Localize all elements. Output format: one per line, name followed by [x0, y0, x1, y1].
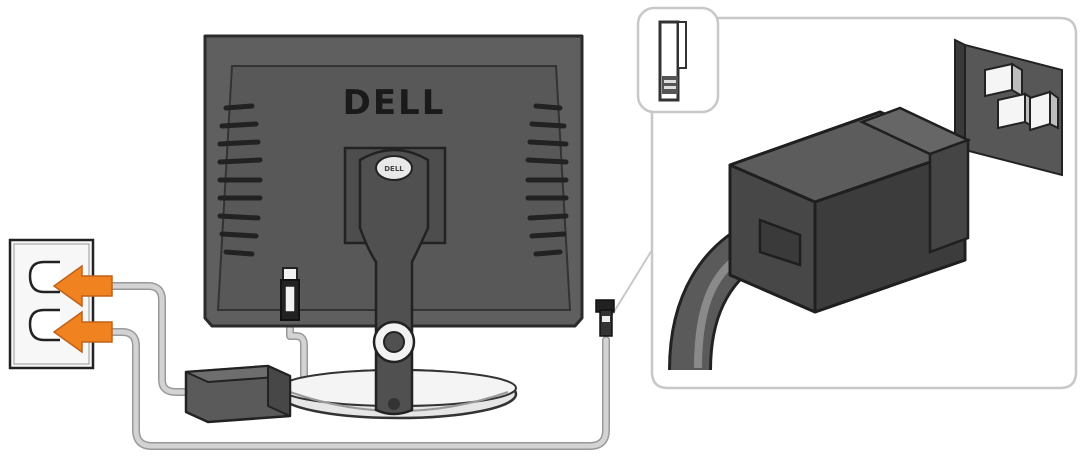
adapter-ac-cable: [106, 282, 192, 396]
callout-leader-line: [611, 249, 653, 316]
power-connector-icon: [595, 299, 615, 337]
arrow-right-icon-top: [52, 264, 113, 308]
stand-badge-label: DELL: [384, 165, 404, 173]
callout-frame: [650, 16, 1078, 390]
socket-pin-3: [1029, 90, 1059, 132]
stand-screw: [388, 398, 400, 410]
power-adapter-icon: [184, 364, 292, 424]
monitor-vents-left: [217, 103, 263, 257]
monitor-side-thumbnail-icon: [636, 6, 720, 114]
arrow-right-icon-bottom: [52, 310, 113, 354]
outlet-socket-bottom: [28, 308, 60, 342]
socket-pin-1: [984, 62, 1023, 98]
power-plug-icon: [728, 106, 972, 314]
ac-socket-icon: [954, 38, 1063, 177]
power-plug-callout: [611, 6, 1078, 390]
monitor-rear: DELL DELL: [203, 34, 584, 416]
stand-badge: [375, 155, 413, 181]
cable-ring-icon: [372, 320, 416, 364]
outlet-socket-top: [28, 260, 60, 294]
monitor-vents-right: [525, 103, 569, 257]
cables: [106, 282, 610, 450]
dc-connector-icon: [280, 267, 300, 321]
monitor-brand-label: DELL: [343, 83, 446, 123]
